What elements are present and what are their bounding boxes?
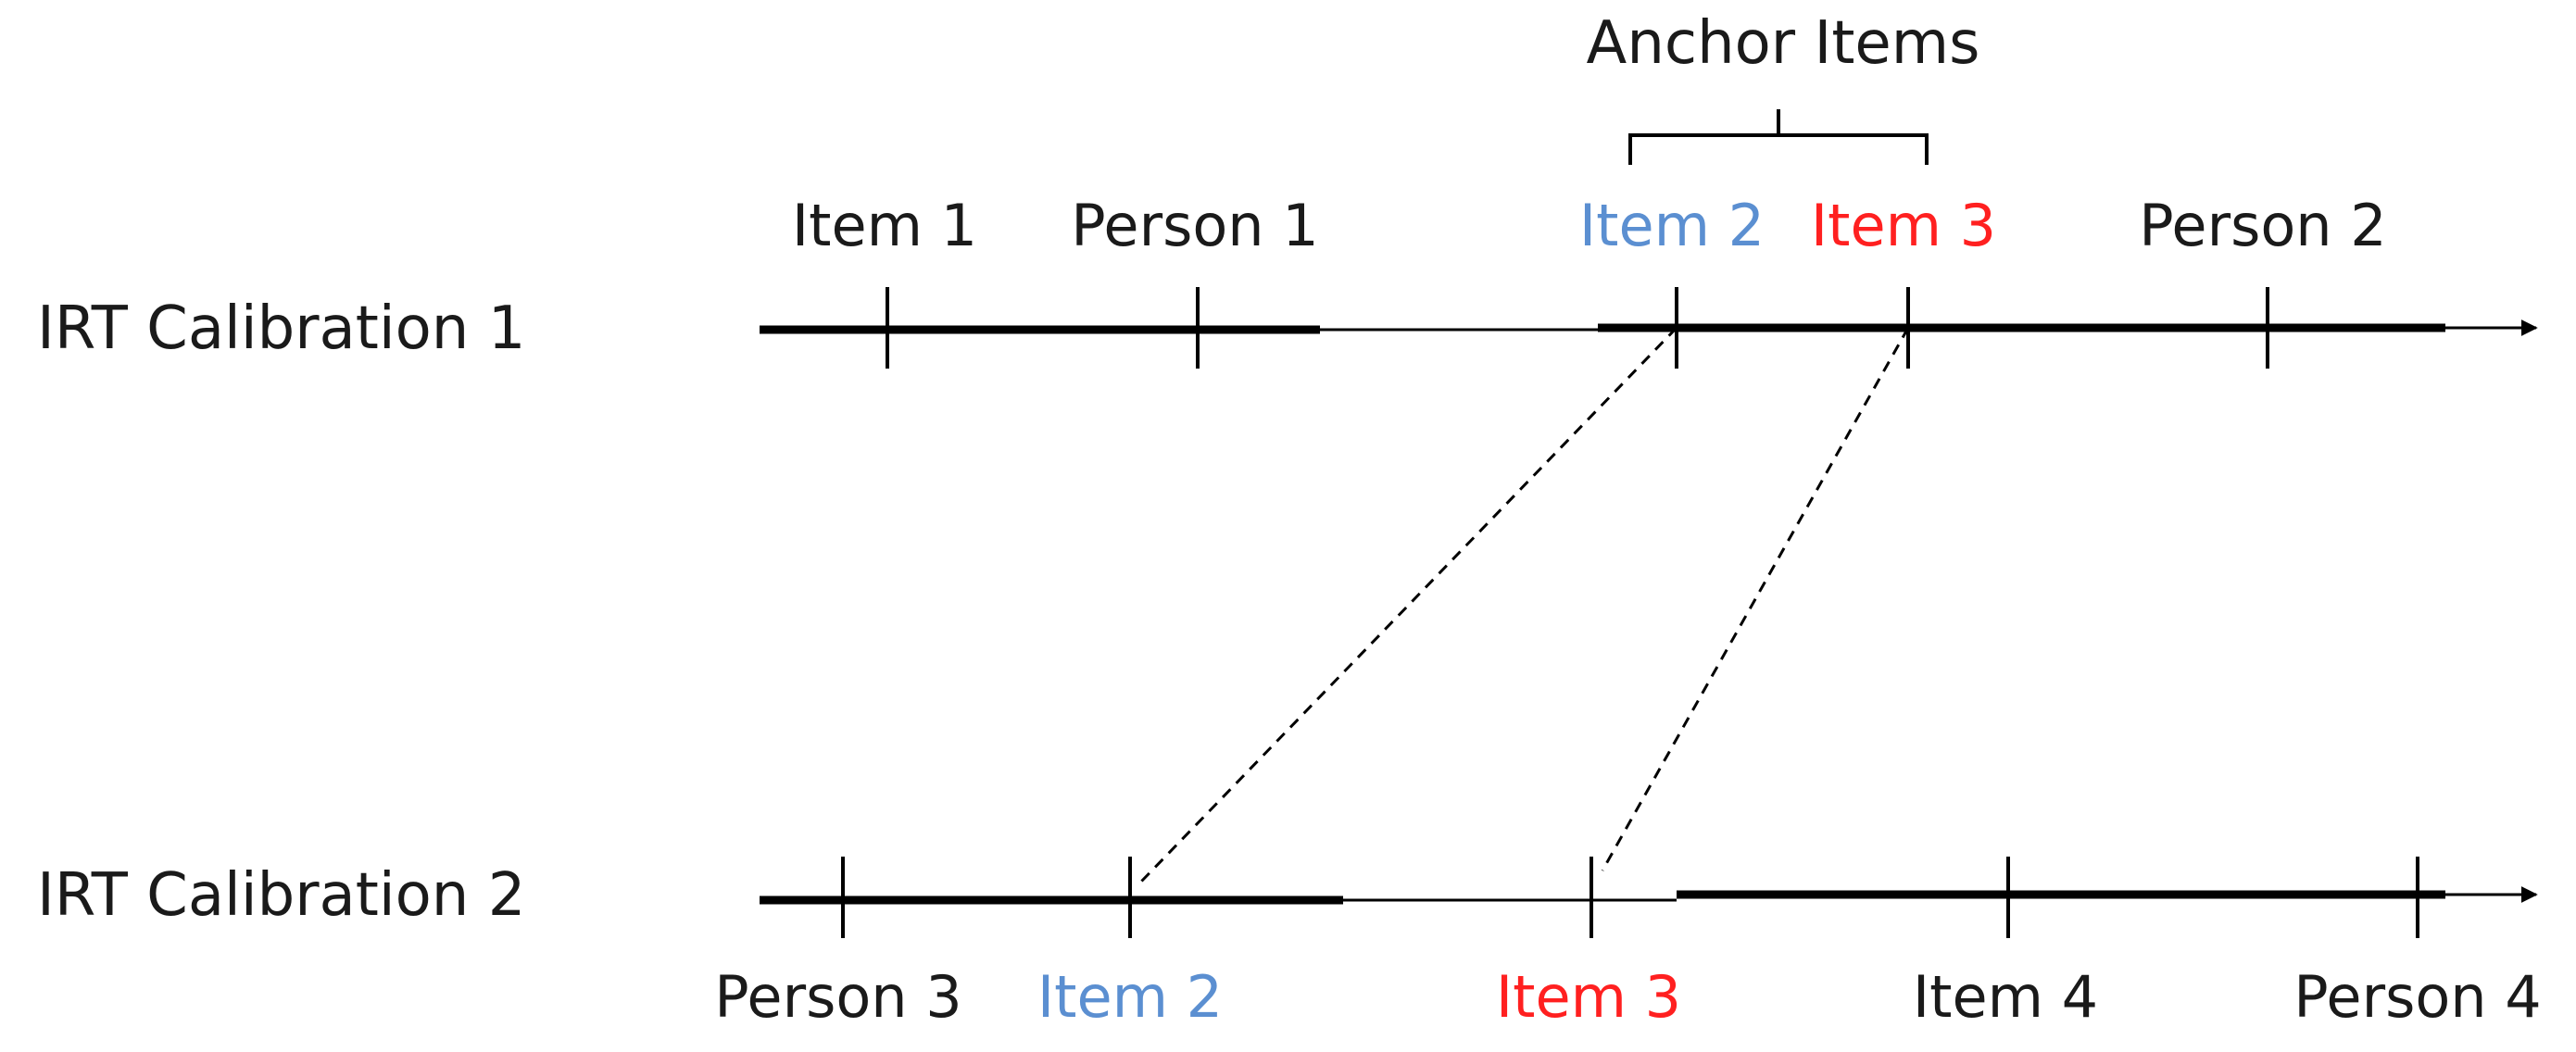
anchor-items-bracket — [1628, 109, 1929, 165]
label-person-4: Person 4 — [2293, 963, 2542, 1031]
label-item-2-cal2: Item 2 — [1037, 963, 1223, 1031]
calibration-1-label: IRT Calibration 1 — [37, 294, 525, 363]
label-item-1: Item 1 — [792, 192, 977, 259]
label-item-3-cal1: Item 3 — [1811, 192, 1996, 259]
link-item-3 — [1601, 327, 1910, 871]
calibration-2-ticks — [841, 857, 2419, 938]
calibration-1-ticks — [886, 287, 2269, 369]
label-person-3: Person 3 — [714, 963, 962, 1031]
label-item-3-cal2: Item 3 — [1496, 963, 1681, 1031]
label-person-1: Person 1 — [1071, 192, 1319, 259]
anchor-link-lines — [1139, 326, 1910, 883]
link-item-2 — [1139, 326, 1678, 883]
calibration-1-axis — [760, 319, 2538, 336]
calibration-2-label: IRT Calibration 2 — [37, 861, 525, 930]
calibration-2-axis — [760, 886, 2538, 905]
label-item-2-cal1: Item 2 — [1579, 192, 1765, 259]
label-person-2: Person 2 — [2139, 192, 2387, 259]
anchor-items-title: Anchor Items — [1587, 9, 1980, 78]
label-item-4: Item 4 — [1913, 963, 2098, 1031]
